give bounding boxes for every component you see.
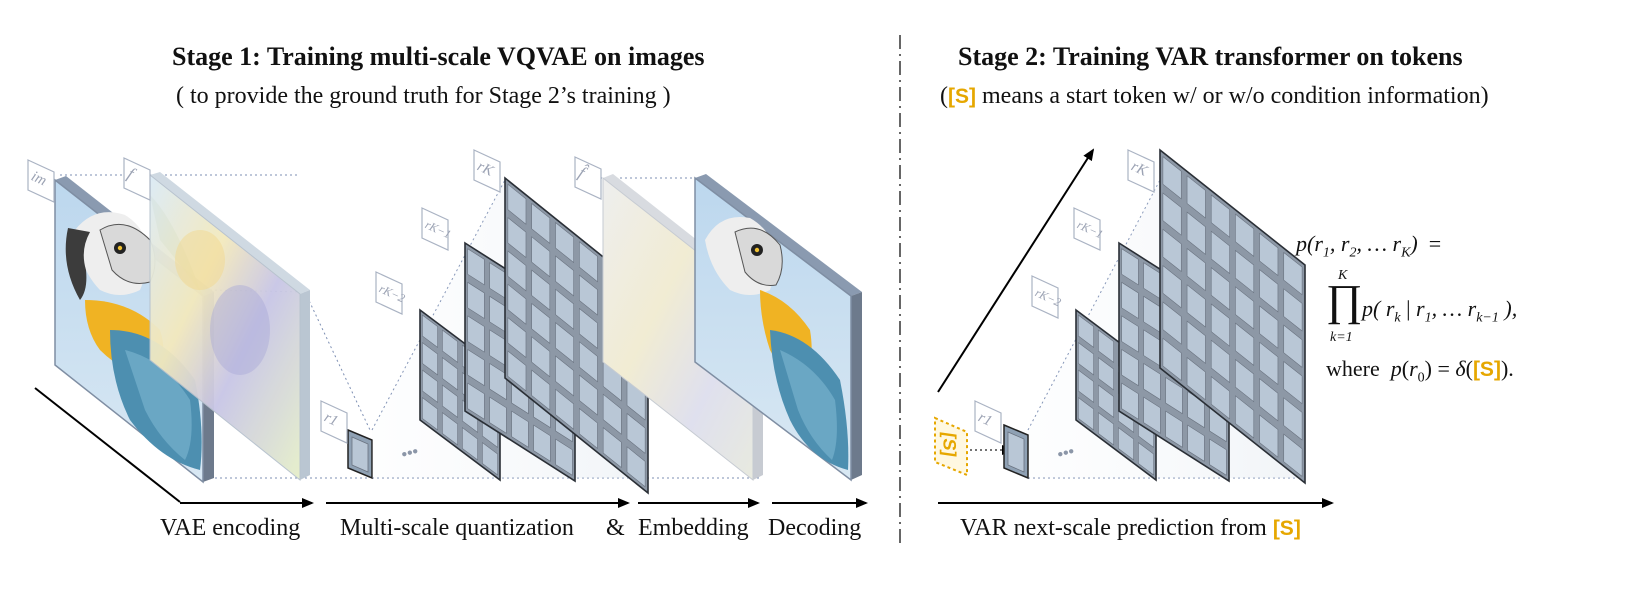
stage2-subtitle: ([S] means a start token w/ or w/o condi… <box>940 83 1489 110</box>
ampersand-label: & <box>606 515 625 541</box>
formula-joint-probability: p(r1, r2, … rK) = <box>1296 231 1442 261</box>
stage1-token-grids <box>419 176 649 495</box>
formula-product-symbol: ∏ <box>1326 276 1363 325</box>
vae-encoding-label: VAE encoding <box>160 515 301 541</box>
tag2-rK-2: rK−2 <box>1031 275 1063 319</box>
ellipsis-dots-stage1: ••• <box>400 443 421 464</box>
formula-base-case: where p(r0) = δ([S]). <box>1326 356 1514 386</box>
decoded-image-slab <box>694 174 862 482</box>
subtitle-open-paren: ( <box>940 83 948 109</box>
stage1-subtitle: ( to provide the ground truth for Stage … <box>176 83 671 109</box>
stage2-token-grids <box>1075 148 1306 485</box>
multiscale-quantization-label: Multi-scale quantization <box>340 515 574 541</box>
tag-rK: rK <box>473 149 501 193</box>
start-token-glyph: [S] <box>939 431 960 458</box>
tag-fhat: f̂ <box>574 156 602 200</box>
tag2-rK: rK <box>1127 149 1155 193</box>
isometric-tags: im f rK rK−1 rK−2 r1 f̂ rK rK−1 rK−2 r1 <box>27 149 1155 444</box>
tag2-rK-1: rK−1 <box>1073 207 1105 251</box>
tag-rK-text: rK <box>475 159 497 181</box>
tag-r1-text: r1 <box>322 410 341 430</box>
tag-im-text: im <box>29 169 50 190</box>
feature-map-f <box>149 172 310 482</box>
formula-product-lower: k=1 <box>1330 330 1353 345</box>
formula-conditional: p( rk | r1, … rk−1 ), <box>1362 296 1518 326</box>
var-start-token: [S] <box>1272 517 1301 540</box>
tag-r1: r1 <box>320 400 348 444</box>
token-map-r1 <box>347 428 373 480</box>
ellipsis-dots-stage2: ••• <box>1056 443 1077 464</box>
depth-axis-line <box>34 387 181 503</box>
start-token-label: [S] <box>948 85 976 108</box>
tag2-r1: r1 <box>974 400 1002 444</box>
tag2-rK-text: rK <box>1129 159 1151 181</box>
stage2-title: Stage 2: Training VAR transformer on tok… <box>958 42 1463 71</box>
formula-product-upper: K <box>1338 268 1348 283</box>
embedding-label: Embedding <box>638 515 749 541</box>
stage2-token-map-rK <box>1159 148 1306 485</box>
subtitle-text: means a start token w/ or w/o condition … <box>976 83 1489 109</box>
tag-im: im <box>27 159 55 203</box>
stage2-depth-arrow <box>937 148 1095 393</box>
tag2-r1-text: r1 <box>976 410 995 430</box>
stage1-title: Stage 1: Training multi-scale VQVAE on i… <box>172 42 705 71</box>
input-image-slab <box>54 176 214 484</box>
formula-start-token: [S] <box>1472 358 1501 381</box>
tag-rK-1: rK−1 <box>421 207 453 251</box>
decoding-label: Decoding <box>768 515 862 541</box>
stage2-token-map-r1 <box>1003 423 1029 480</box>
var-prediction-text: VAR next-scale prediction from <box>960 515 1273 541</box>
tag-f: f <box>123 157 151 201</box>
start-token-box <box>934 416 968 477</box>
tag-rK-2: rK−2 <box>375 271 407 315</box>
var-prediction-label: VAR next-scale prediction from [S] <box>960 515 1301 542</box>
